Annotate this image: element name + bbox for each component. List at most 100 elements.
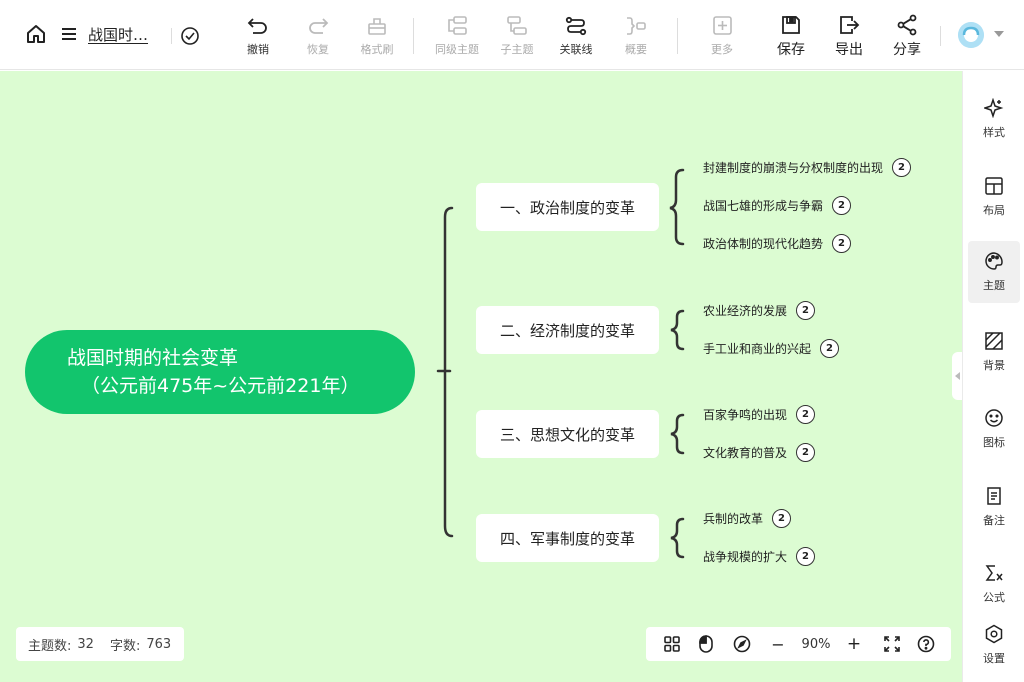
fullscreen-icon[interactable] <box>880 627 904 661</box>
panel-style-label: 样式 <box>983 126 1005 139</box>
count-badge[interactable]: 2 <box>796 405 816 424</box>
panel-background-label: 背景 <box>983 359 1005 372</box>
format-brush-label: 格式刷 <box>360 43 394 56</box>
share-button[interactable]: 分享 <box>879 14 935 58</box>
export-icon <box>838 14 860 36</box>
count-badge[interactable]: 2 <box>832 234 852 253</box>
leaf-topic-label: 战国七雄的形成与争霸 <box>703 199 824 213</box>
locate-center-icon[interactable] <box>730 627 754 661</box>
right-panel: 样式 布局 主题 背景 图标 备注 公式 <box>962 71 1024 682</box>
background-icon <box>985 332 1003 350</box>
connector-lines <box>436 168 685 559</box>
word-count: 763 <box>146 636 172 652</box>
zoom-out-button[interactable]: − <box>771 634 785 654</box>
leaf-topic[interactable]: 农业经济的发展 2 <box>703 301 816 320</box>
panel-background-button[interactable]: 背景 <box>968 321 1020 383</box>
panel-layout-button[interactable]: 布局 <box>968 166 1020 228</box>
root-topic[interactable]: 战国时期的社会变革 （公元前475年~公元前221年） <box>25 330 415 414</box>
count-badge[interactable]: 2 <box>820 339 840 358</box>
leaf-topic[interactable]: 兵制的改革 2 <box>703 509 792 528</box>
leaf-topic-label: 封建制度的崩溃与分权制度的出现 <box>703 161 884 175</box>
save-button[interactable]: 保存 <box>763 14 819 58</box>
undo-label: 撤销 <box>247 43 269 56</box>
panel-settings-button[interactable]: 设置 <box>968 614 1020 676</box>
export-button[interactable]: 导出 <box>821 14 877 58</box>
share-label: 分享 <box>893 42 921 58</box>
count-badge[interactable]: 2 <box>796 443 816 462</box>
format-brush-button[interactable]: 格式刷 <box>349 14 405 58</box>
redo-label: 恢复 <box>307 43 329 56</box>
root-topic-title: 战国时期的社会变革 <box>67 347 239 369</box>
word-count-label: 字数: <box>109 638 141 654</box>
avatar[interactable] <box>958 22 984 48</box>
more-button[interactable]: 更多 <box>694 14 750 58</box>
share-icon <box>896 14 918 36</box>
count-badge[interactable]: 2 <box>892 158 912 177</box>
child-topic-icon <box>506 14 528 36</box>
leaf-topic[interactable]: 战国七雄的形成与争霸 2 <box>703 196 852 215</box>
leaf-topic[interactable]: 百家争鸣的出现 2 <box>703 405 816 424</box>
count-badge[interactable]: 2 <box>796 301 816 320</box>
panel-formula-button[interactable]: 公式 <box>968 553 1020 615</box>
formula-icon <box>985 565 1003 581</box>
sibling-topic-icon <box>446 14 468 36</box>
count-badge[interactable]: 2 <box>772 509 792 528</box>
divider <box>940 26 941 46</box>
branch-topic[interactable]: 二、经济制度的变革 <box>476 306 659 354</box>
outline-view-icon[interactable] <box>660 627 684 661</box>
child-topic-button[interactable]: 子主题 <box>489 14 545 58</box>
relation-line-button[interactable]: 关联线 <box>548 14 604 58</box>
document-title[interactable]: 战国时… <box>88 26 149 44</box>
leaf-topic[interactable]: 文化教育的普及 2 <box>703 443 816 462</box>
plus-square-icon <box>711 14 733 36</box>
panel-theme-button[interactable]: 主题 <box>968 241 1020 303</box>
summary-icon <box>625 14 647 36</box>
leaf-topic[interactable]: 封建制度的崩溃与分权制度的出现 2 <box>703 158 912 177</box>
panel-layout-label: 布局 <box>983 204 1005 217</box>
branch-topic[interactable]: 四、军事制度的变革 <box>476 514 659 562</box>
summary-button[interactable]: 概要 <box>608 14 664 58</box>
chevron-left-icon <box>955 372 960 380</box>
layout-icon <box>985 177 1003 195</box>
smiley-icon <box>985 409 1003 427</box>
count-badge[interactable]: 2 <box>796 547 816 566</box>
palette-icon <box>985 252 1003 270</box>
status-bar: 主题数: 32 字数: 763 <box>16 627 184 661</box>
leaf-topic-label: 农业经济的发展 <box>703 304 788 318</box>
menu-icon[interactable] <box>60 24 78 44</box>
home-icon[interactable] <box>24 22 48 46</box>
zoom-in-button[interactable]: + <box>846 634 862 654</box>
branch-topic[interactable]: 三、思想文化的变革 <box>476 410 659 458</box>
branch-topic[interactable]: 一、政治制度的变革 <box>476 183 659 231</box>
leaf-topic-label: 文化教育的普及 <box>703 446 788 460</box>
chevron-down-icon[interactable] <box>993 29 1005 39</box>
mouse-mode-icon[interactable] <box>694 627 718 661</box>
root-topic-subtitle: （公元前475年~公元前221年） <box>81 375 360 397</box>
count-badge[interactable]: 2 <box>832 196 852 215</box>
leaf-topic[interactable]: 政治体制的现代化趋势 2 <box>703 234 852 253</box>
note-icon <box>987 487 1001 505</box>
sibling-topic-button[interactable]: 同级主题 <box>429 14 485 58</box>
panel-theme-label: 主题 <box>983 279 1005 292</box>
undo-button[interactable]: 撤销 <box>230 14 286 58</box>
more-label: 更多 <box>711 43 733 56</box>
sibling-topic-label: 同级主题 <box>435 43 479 56</box>
help-icon[interactable] <box>914 627 938 661</box>
mindmap-canvas[interactable]: 战国时期的社会变革 （公元前475年~公元前221年） 一、政治制度的变革 封建… <box>0 71 962 682</box>
panel-note-label: 备注 <box>983 514 1005 527</box>
panel-collapse-handle[interactable] <box>952 352 964 400</box>
relation-line-icon <box>565 14 587 36</box>
redo-button[interactable]: 恢复 <box>290 14 346 58</box>
panel-style-button[interactable]: 样式 <box>968 88 1020 150</box>
divider <box>677 18 678 54</box>
top-toolbar: 战国时… 撤销 恢复 格式刷 <box>0 0 1024 70</box>
leaf-topic[interactable]: 手工业和商业的兴起 2 <box>703 339 840 358</box>
panel-settings-label: 设置 <box>983 652 1005 665</box>
panel-note-button[interactable]: 备注 <box>968 476 1020 538</box>
panel-icon-button[interactable]: 图标 <box>968 398 1020 460</box>
topic-count: 32 <box>77 636 94 652</box>
leaf-topic[interactable]: 战争规模的扩大 2 <box>703 547 816 566</box>
panel-formula-label: 公式 <box>983 591 1005 604</box>
leaf-topic-label: 战争规模的扩大 <box>703 550 788 564</box>
zoom-level[interactable]: 90% <box>801 636 831 652</box>
